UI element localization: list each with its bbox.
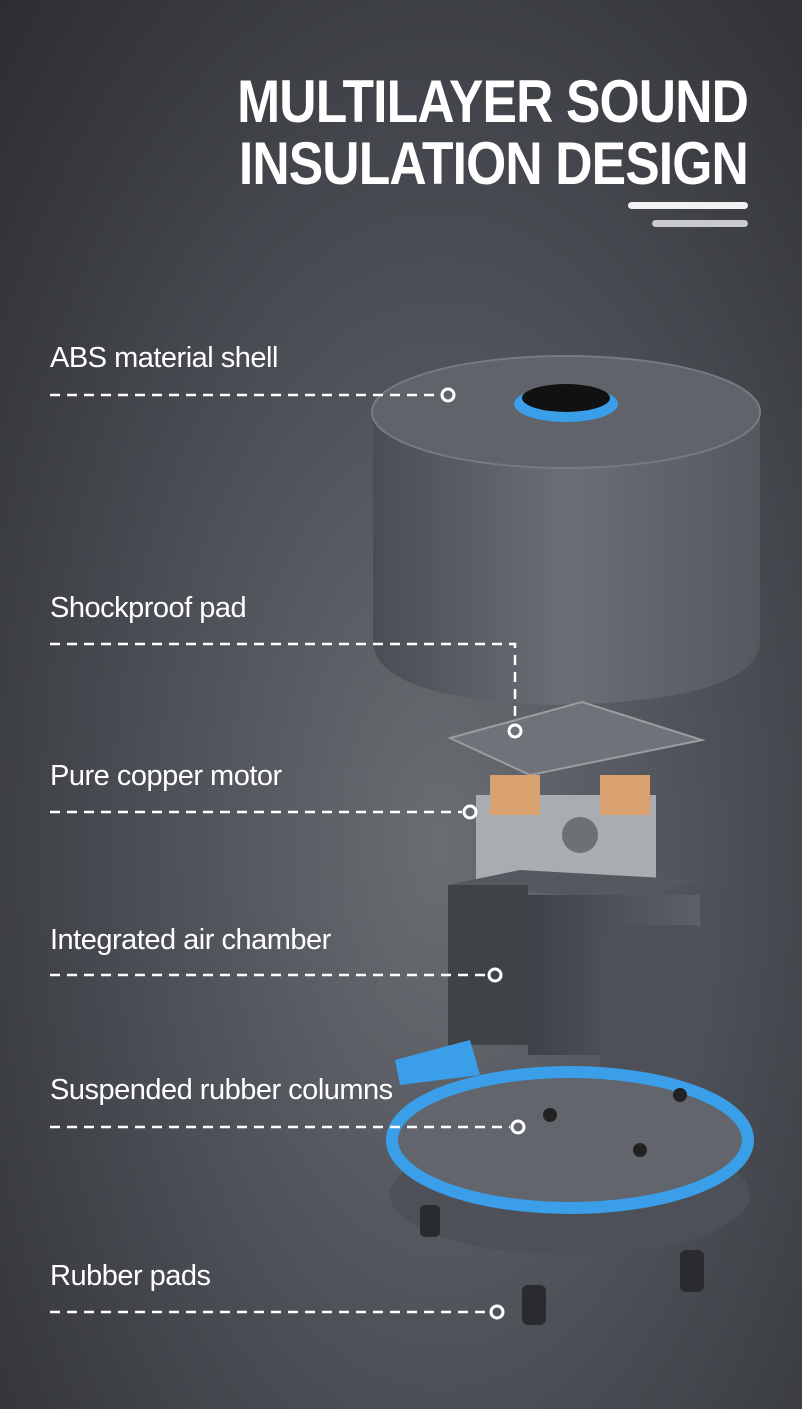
callout-abs-shell: ABS material shell bbox=[50, 342, 278, 374]
rubber-pads bbox=[420, 1205, 704, 1325]
air-chamber bbox=[448, 870, 705, 1075]
callout-shockproof-pad: Shockproof pad bbox=[50, 592, 247, 624]
callout-rubber-pads: Rubber pads bbox=[50, 1260, 211, 1292]
callout-rubber-columns: Suspended rubber columns bbox=[50, 1074, 393, 1106]
title-underline-long bbox=[628, 202, 748, 209]
abs-shell bbox=[371, 355, 761, 705]
title-line-2: INSULATION DESIGN bbox=[238, 130, 749, 197]
callout-leaders bbox=[50, 393, 517, 1314]
title-underline-short bbox=[652, 220, 748, 227]
callout-copper-motor: Pure copper motor bbox=[50, 760, 282, 792]
callout-dots bbox=[440, 387, 526, 1320]
shockproof-pad bbox=[447, 700, 706, 777]
copper-motor bbox=[476, 775, 656, 885]
callout-air-chamber: Integrated air chamber bbox=[50, 924, 331, 956]
title-line-1: MULTILAYER SOUND bbox=[237, 68, 749, 135]
base-with-rubber-columns bbox=[386, 1040, 754, 1255]
